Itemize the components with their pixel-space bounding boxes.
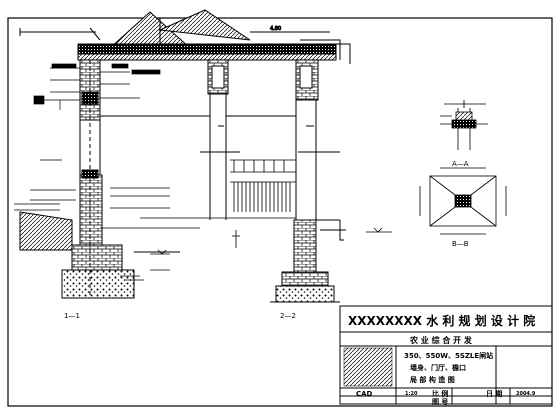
detail-square-plan: [419, 167, 507, 235]
right-column-footing: [270, 219, 346, 303]
drawing-title-1: 350、550W、5SZLE闸站: [404, 351, 493, 360]
left-annotations: [14, 63, 170, 211]
scale-value: 1:20: [405, 391, 418, 397]
level-marks: [120, 227, 392, 281]
section-label-1: 1—1: [64, 312, 80, 320]
svg-text:4.80: 4.80: [270, 26, 281, 32]
sheet-label: 图 号: [432, 397, 448, 406]
drawing-frame: [7, 17, 553, 407]
middle-columns: [100, 59, 340, 220]
title-block: [339, 305, 553, 405]
roof-eave: 4.80: [19, 9, 351, 64]
drawing-title-2: 墙身、门厅、檐口: [410, 363, 466, 372]
project-name: 农 业 综 合 开 发: [409, 335, 473, 345]
detail-small-section: [440, 100, 488, 150]
date-value: 2004.9: [516, 391, 536, 397]
scale-label: 比 例: [432, 389, 448, 398]
date-label: 日 期: [486, 389, 502, 398]
detail-label-b: B—B: [452, 240, 469, 248]
left-wall-section: [19, 59, 180, 299]
gate-infill: [100, 159, 296, 229]
software-label: CAD: [356, 390, 373, 398]
institute-name: XXXXXXXX 水 利 规 划 设 计 院: [348, 313, 535, 328]
title-block-stamp: [343, 347, 393, 387]
section-label-2: 2—2: [280, 312, 296, 320]
drawing-title-3: 局 部 构 造 图: [410, 375, 455, 384]
detail-label-a: A—A: [452, 160, 469, 168]
